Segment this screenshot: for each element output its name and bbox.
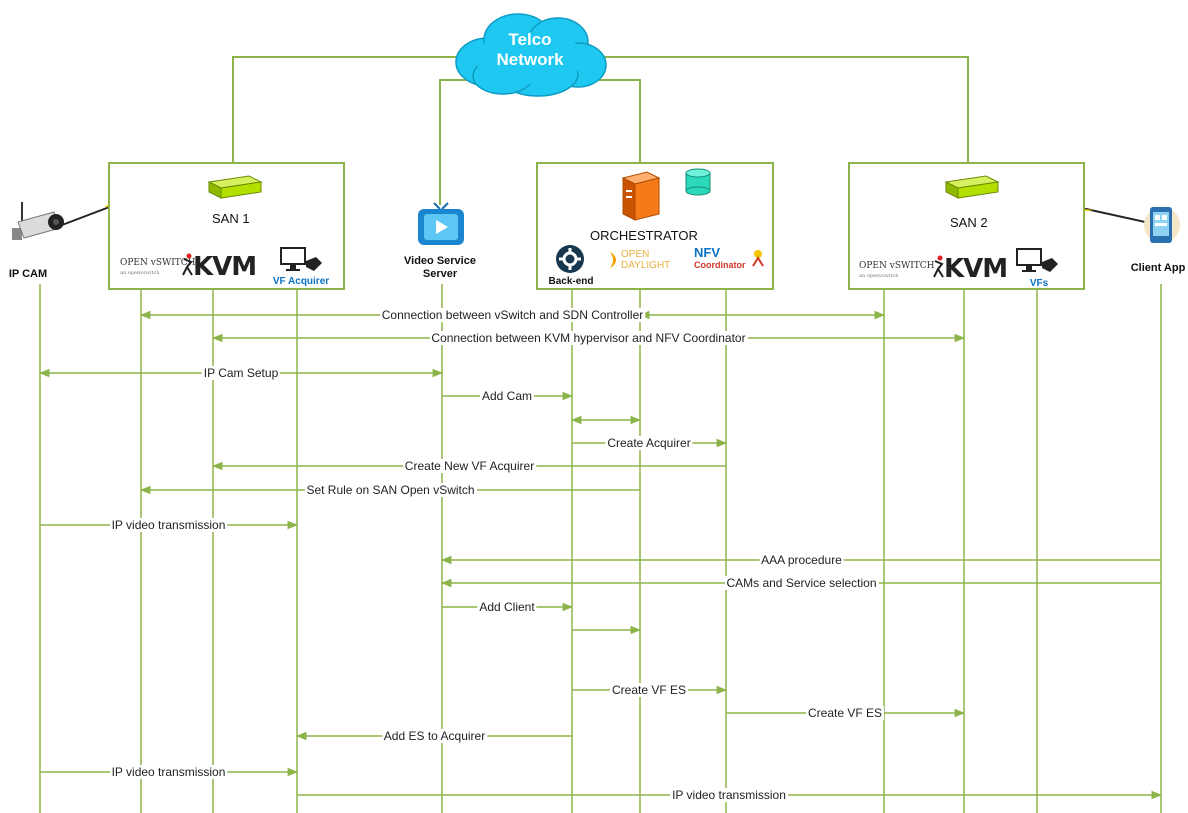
message-label: IP video transmission [109, 518, 228, 532]
video-service-server-icon [416, 201, 466, 252]
san2-kvm-logo: KVM [944, 254, 1008, 284]
database-icon [684, 167, 712, 202]
orchestrator-title: ORCHESTRATOR [590, 228, 698, 243]
message-label: IP video transmission [109, 765, 228, 779]
message-arrows [38, 310, 1163, 800]
vss-label-line2: Server [422, 268, 458, 280]
video-service-server-label: Video Service Server [395, 255, 485, 281]
opendaylight-line2: DAYLIGHT [621, 260, 671, 271]
san1-title: SAN 1 [212, 211, 250, 226]
coordinator-label: Coordinator [694, 260, 746, 270]
san1-kvm-logo: KVM [193, 252, 257, 282]
message-label: Add Cam [479, 389, 535, 403]
nfv-label: NFV [694, 245, 720, 260]
ip-camera-icon [8, 200, 66, 253]
message-label: Create VF ES [609, 683, 689, 697]
san1-openvswitch-logo: OPEN vSWITCH an openvswitch [120, 258, 196, 278]
san2-title: SAN 2 [950, 215, 988, 230]
nfv-coordinator-icon [750, 248, 766, 273]
message-label: IP Cam Setup [201, 366, 281, 380]
san1-device-icon [205, 174, 263, 205]
san2-ovs-text: OPEN vSWITCH [859, 261, 935, 271]
orchestrator-server-icon [617, 170, 663, 227]
san2-vfs-label: VFs [1029, 278, 1049, 289]
san1-kvm-figure-icon [181, 253, 195, 282]
message-label: Create New VF Acquirer [402, 459, 537, 473]
client-app-label: Client App [1130, 262, 1186, 274]
san1-monitor-icon [280, 247, 324, 278]
telco-network-cloud: Telco Network [448, 10, 612, 98]
san2-ovs-subtext: an openvswitch [859, 273, 899, 279]
san2-device-icon [942, 174, 1000, 205]
lifelines [39, 284, 1162, 813]
message-label: Create Acquirer [605, 436, 693, 450]
nfv-coordinator-logo: NFV Coordinator [694, 246, 746, 272]
message-label: IP video transmission [670, 788, 788, 802]
san1-vf-acquirer-label: VF Acquirer [272, 276, 330, 287]
opendaylight-logo [608, 250, 622, 275]
message-label: Connection between KVM hypervisor and NF… [429, 331, 748, 345]
cloud-label-line2: Network [496, 50, 564, 69]
backend-gear-icon [555, 244, 585, 279]
message-label: AAA procedure [759, 553, 844, 567]
cloud-label-line1: Telco [508, 30, 552, 49]
opendaylight-line1: OPEN [621, 249, 650, 260]
backend-label: Back-end [548, 276, 594, 287]
message-label: Connection between vSwitch and SDN Contr… [379, 308, 646, 322]
message-label: Create VF ES [805, 706, 885, 720]
message-label: Add Client [477, 600, 537, 614]
message-label: Set Rule on SAN Open vSwitch [304, 483, 477, 497]
message-label: Add ES to Acquirer [381, 729, 488, 743]
opendaylight-text: OPEN DAYLIGHT [621, 249, 670, 271]
san2-openvswitch-logo: OPEN vSWITCH an openvswitch [859, 261, 935, 281]
network-topology-lines [232, 56, 969, 205]
san1-ovs-subtext: an openvswitch [120, 270, 160, 276]
san1-ovs-text: OPEN vSWITCH [120, 258, 196, 268]
client-app-phone-icon [1140, 203, 1180, 252]
vss-label-line1: Video Service [404, 255, 476, 267]
san2-monitor-icon [1016, 248, 1060, 279]
san2-kvm-figure-icon [932, 255, 946, 284]
message-label: CAMs and Service selection [724, 576, 879, 590]
ip-cam-label: IP CAM [8, 268, 48, 280]
